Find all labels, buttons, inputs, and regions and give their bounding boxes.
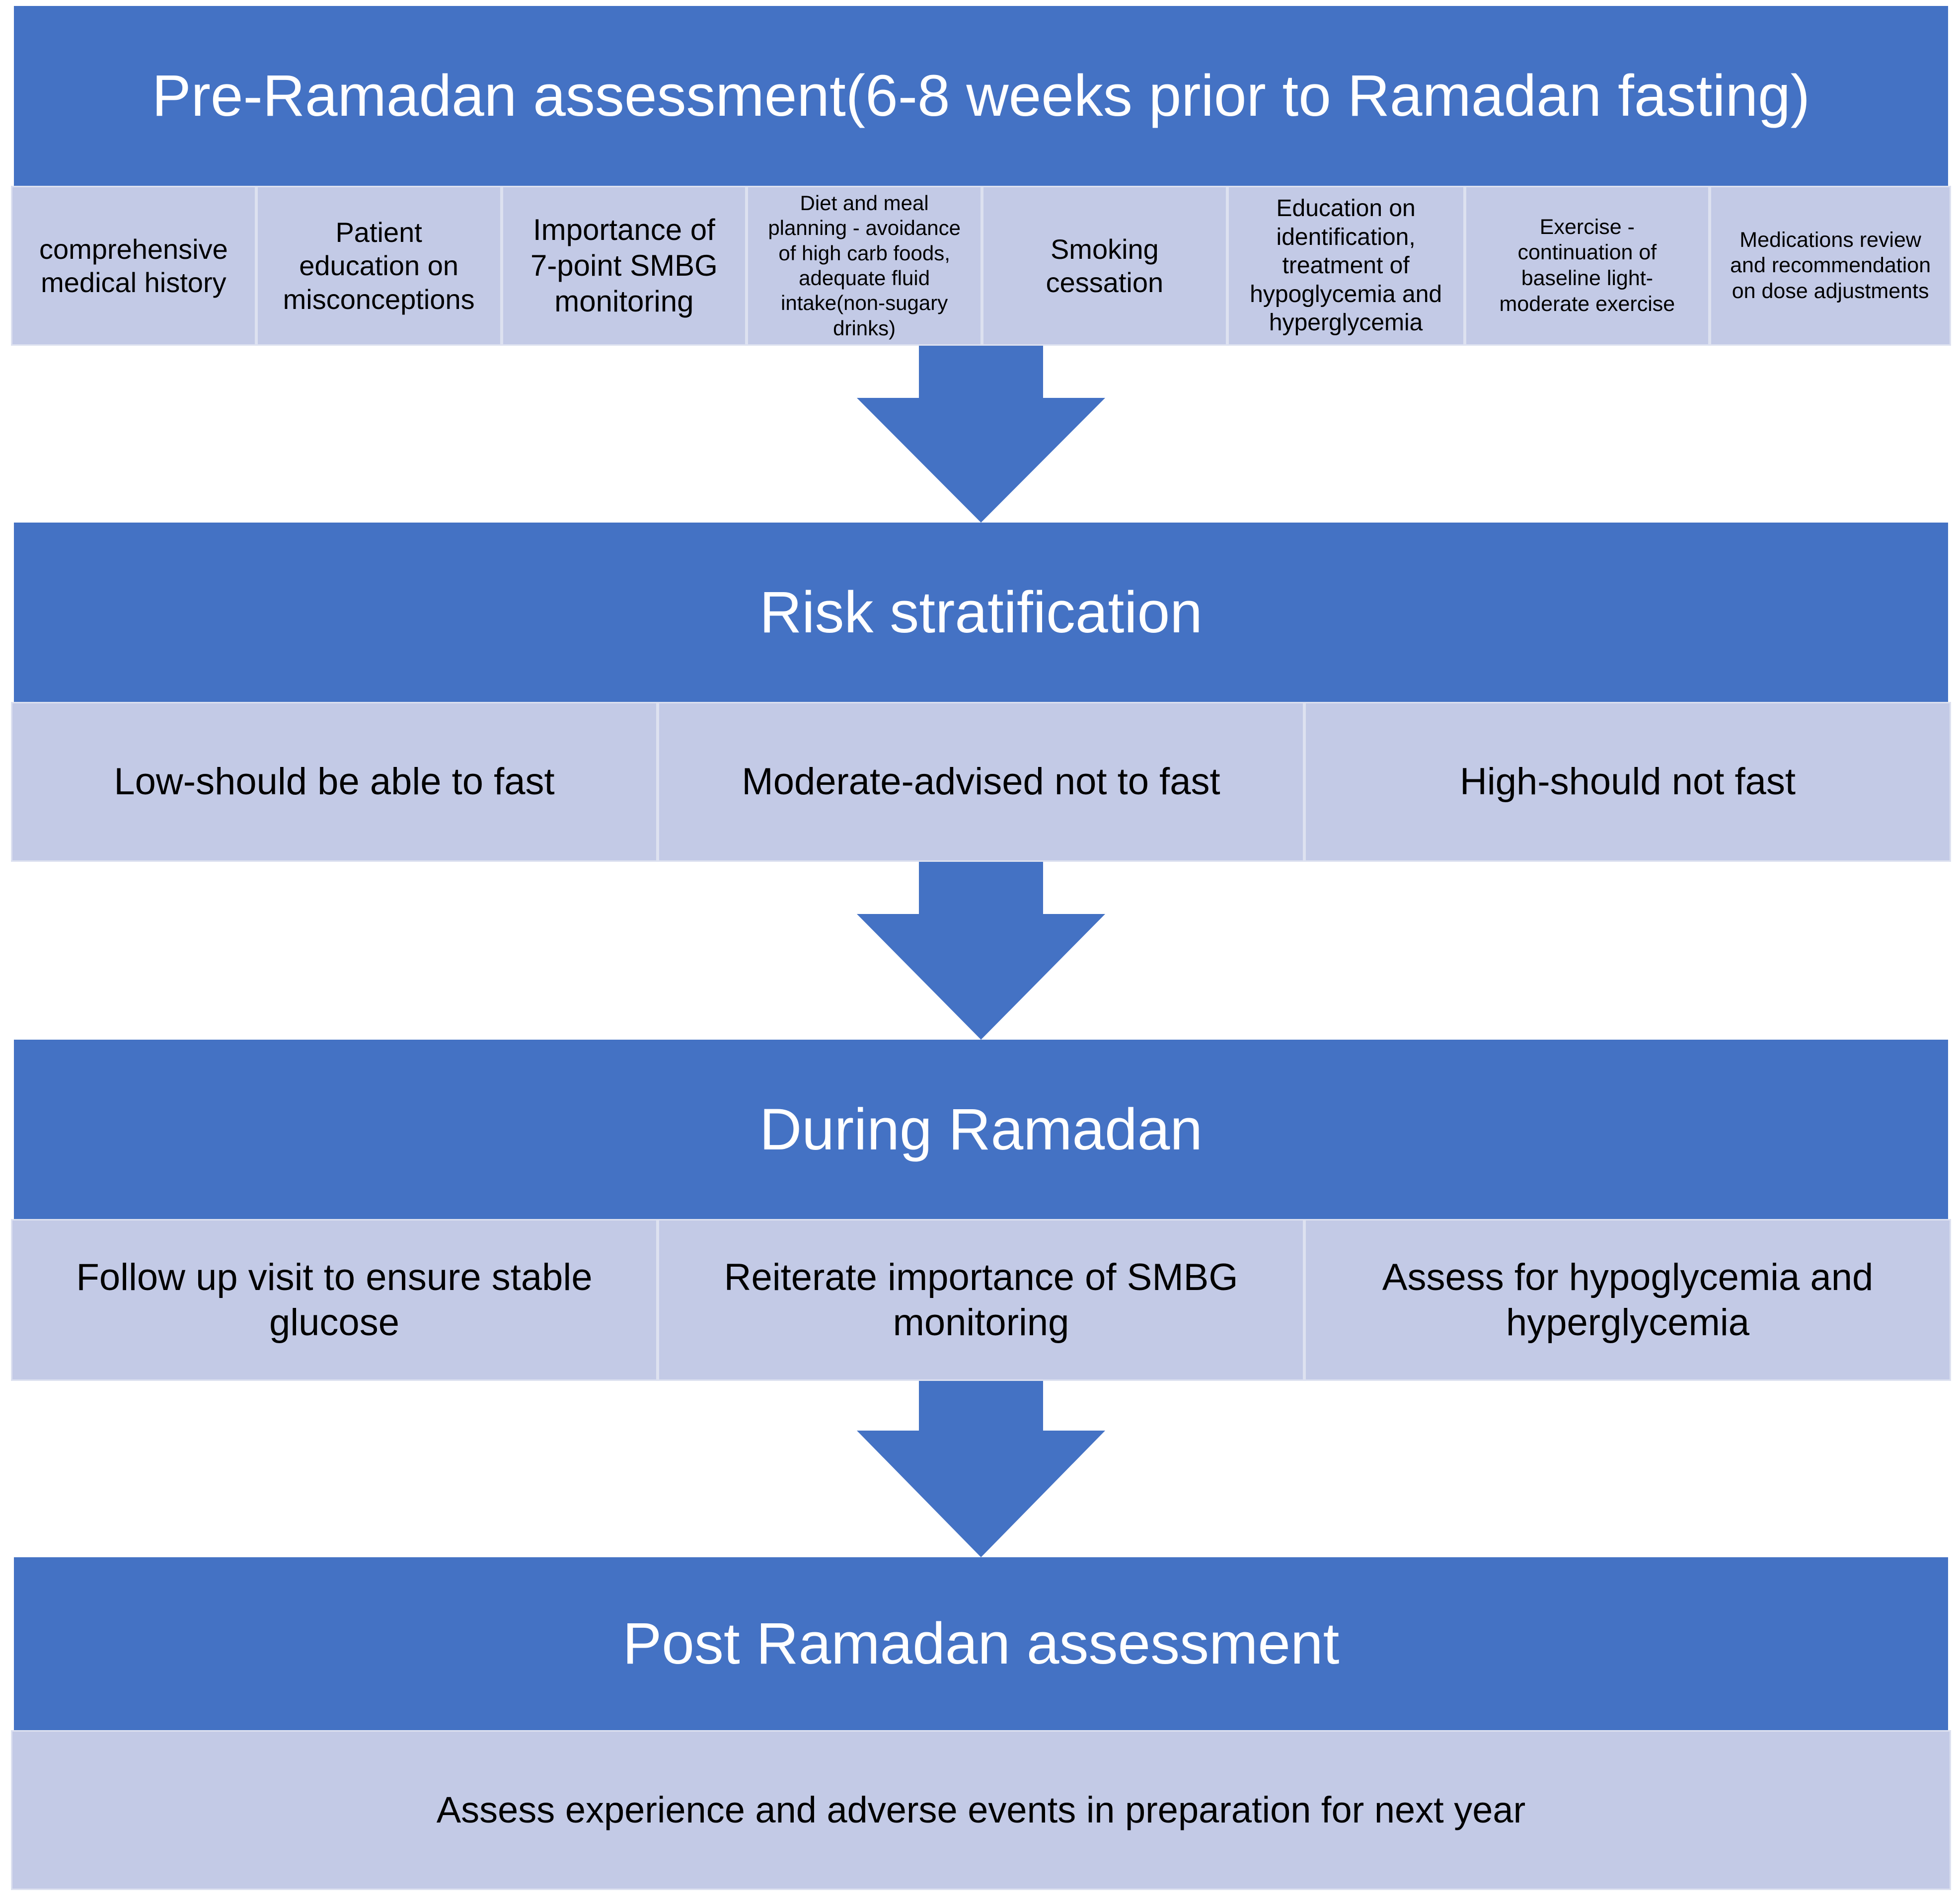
stage-risk-header: Risk stratification: [14, 523, 1948, 702]
item-patient-education-label: Patient education on misconceptions: [283, 217, 475, 315]
during-smbg: Reiterate importance of SMBG monitoring: [658, 1219, 1304, 1381]
post-assess-experience: Assess experience and adverse events in …: [11, 1730, 1951, 1890]
item-diet-planning-label: Diet and meal planning - avoidance of hi…: [768, 191, 961, 340]
risk-high: High-should not fast: [1304, 702, 1951, 862]
item-smoking-cessation-label: Smoking cessation: [1046, 233, 1164, 298]
down-arrow-2: [857, 862, 1105, 1040]
stage-pre-ramadan-title: Pre-Ramadan assessment(6-8 weeks prior t…: [151, 63, 1810, 129]
during-assess-label: Assess for hypoglycemia and hyperglycemi…: [1382, 1256, 1874, 1344]
item-medications-review-label: Medications review and recommendation on…: [1730, 228, 1931, 303]
item-exercise-label: Exercise - continuation of baseline ligh…: [1499, 215, 1675, 316]
stage-pre-ramadan-header: Pre-Ramadan assessment(6-8 weeks prior t…: [14, 6, 1948, 186]
item-hypo-hyper-education: Education on identification, treatment o…: [1227, 186, 1465, 346]
risk-moderate-label: Moderate-advised not to fast: [742, 760, 1220, 803]
stage-risk-title: Risk stratification: [759, 579, 1203, 645]
stage-risk-items: Low-should be able to fast Moderate-advi…: [11, 702, 1951, 862]
stage-post-header: Post Ramadan assessment: [14, 1557, 1948, 1730]
risk-low-label: Low-should be able to fast: [114, 760, 555, 803]
item-exercise: Exercise - continuation of baseline ligh…: [1464, 186, 1710, 346]
post-assess-experience-label: Assess experience and adverse events in …: [436, 1789, 1526, 1830]
item-smbg-importance-label: Importance of 7-point SMBG monitoring: [530, 213, 718, 318]
during-follow-up-label: Follow up visit to ensure stable glucose: [76, 1256, 593, 1344]
down-arrow-3: [857, 1381, 1105, 1557]
item-diet-planning: Diet and meal planning - avoidance of hi…: [747, 186, 982, 346]
stage-post-items: Assess experience and adverse events in …: [11, 1730, 1951, 1890]
risk-moderate: Moderate-advised not to fast: [658, 702, 1304, 862]
stage-post-title: Post Ramadan assessment: [622, 1611, 1340, 1676]
risk-low: Low-should be able to fast: [11, 702, 658, 862]
stage-pre-ramadan-items: comprehensive medical history Patient ed…: [11, 186, 1951, 346]
item-medications-review: Medications review and recommendation on…: [1710, 186, 1951, 346]
during-assess: Assess for hypoglycemia and hyperglycemi…: [1304, 1219, 1951, 1381]
risk-high-label: High-should not fast: [1460, 760, 1796, 803]
item-smbg-importance: Importance of 7-point SMBG monitoring: [501, 186, 747, 346]
item-medical-history: comprehensive medical history: [11, 186, 256, 346]
during-smbg-label: Reiterate importance of SMBG monitoring: [724, 1256, 1238, 1344]
item-medical-history-label: comprehensive medical history: [39, 233, 228, 298]
stage-during-title: During Ramadan: [759, 1096, 1203, 1162]
item-hypo-hyper-education-label: Education on identification, treatment o…: [1250, 195, 1442, 336]
stage-during-items: Follow up visit to ensure stable glucose…: [11, 1219, 1951, 1381]
during-follow-up: Follow up visit to ensure stable glucose: [11, 1219, 658, 1381]
stage-during-header: During Ramadan: [14, 1040, 1948, 1219]
item-patient-education: Patient education on misconceptions: [256, 186, 502, 346]
item-smoking-cessation: Smoking cessation: [982, 186, 1227, 346]
down-arrow-1: [857, 346, 1105, 523]
